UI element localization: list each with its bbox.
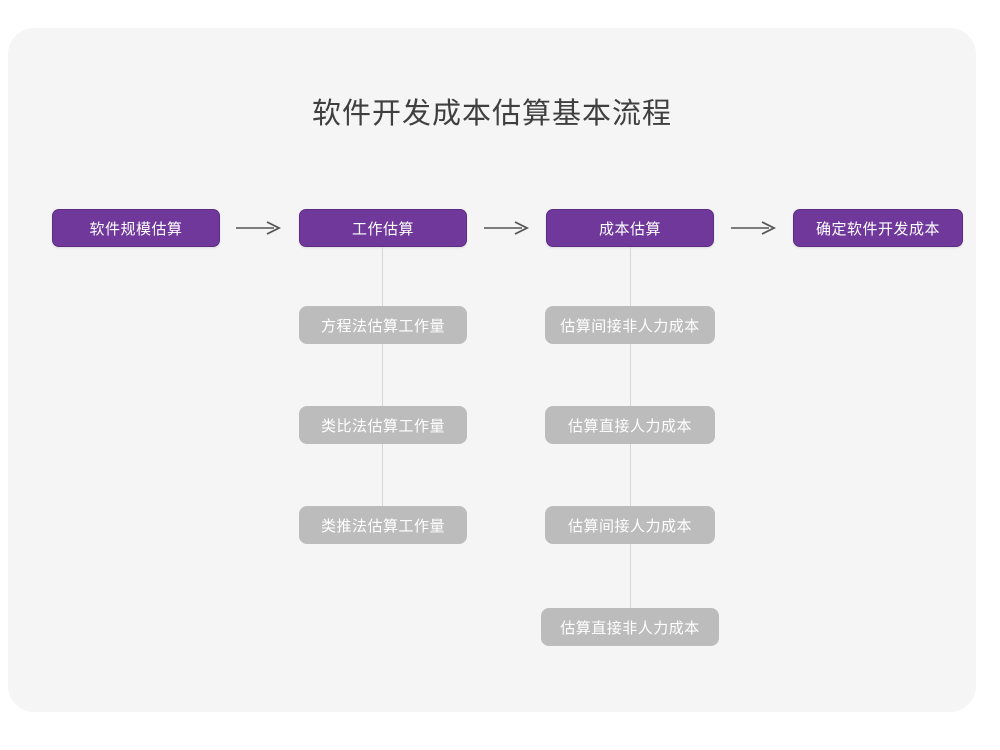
node-determine-development-cost[interactable]: 确定软件开发成本	[793, 209, 963, 247]
node-label: 估算直接人力成本	[567, 417, 692, 435]
node-label: 工作估算	[351, 220, 414, 238]
node-equation-method-effort[interactable]: 方程法估算工作量	[299, 306, 467, 344]
node-label: 估算直接非人力成本	[560, 619, 700, 637]
node-direct-labor-cost[interactable]: 估算直接人力成本	[545, 406, 715, 444]
diagram-card: 软件开发成本估算基本流程 软件规模估算 工作估算 成本估算 确定软件开发成本	[8, 28, 976, 712]
node-deduction-method-effort[interactable]: 类推法估算工作量	[299, 506, 467, 544]
node-label: 类推法估算工作量	[320, 517, 445, 535]
page-title: 软件开发成本估算基本流程	[311, 98, 672, 130]
node-effort-estimation[interactable]: 工作估算	[299, 209, 467, 247]
connector-line-effort	[382, 247, 383, 527]
node-label: 估算间接人力成本	[567, 517, 692, 535]
arrow-right-icon-2	[484, 218, 530, 238]
node-cost-estimation[interactable]: 成本估算	[546, 209, 714, 247]
node-software-scale-estimation[interactable]: 软件规模估算	[52, 209, 220, 247]
node-direct-nonlabor-cost[interactable]: 估算直接非人力成本	[541, 608, 719, 646]
node-analogy-method-effort[interactable]: 类比法估算工作量	[299, 406, 467, 444]
arrow-right-icon-1	[236, 218, 282, 238]
node-label: 软件规模估算	[89, 220, 183, 238]
node-indirect-labor-cost[interactable]: 估算间接人力成本	[545, 506, 715, 544]
node-label: 估算间接非人力成本	[560, 317, 700, 335]
arrow-right-icon-3	[731, 218, 777, 238]
node-label: 方程法估算工作量	[320, 317, 445, 335]
node-indirect-nonlabor-cost[interactable]: 估算间接非人力成本	[545, 306, 715, 344]
node-label: 成本估算	[598, 220, 661, 238]
node-label: 类比法估算工作量	[320, 417, 445, 435]
node-label: 确定软件开发成本	[815, 220, 940, 238]
